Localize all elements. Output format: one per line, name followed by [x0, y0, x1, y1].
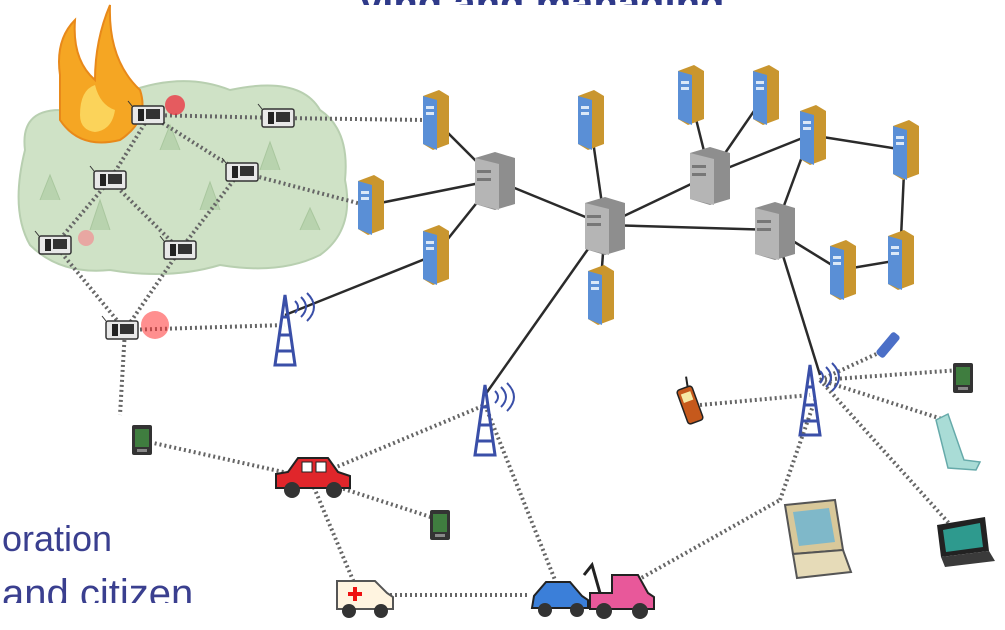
car-icon	[530, 581, 589, 617]
radio-tower-icon	[473, 381, 516, 457]
network-router-icon	[755, 202, 795, 260]
pda-icon	[132, 425, 152, 455]
network-router-icon	[585, 197, 625, 255]
tow-truck-icon	[582, 561, 655, 619]
server-computer-icon	[800, 105, 826, 165]
mobile-phone-icon	[676, 376, 704, 425]
radio-tower-icon	[273, 291, 316, 367]
pda-icon	[430, 510, 450, 540]
network-router-icon	[475, 152, 515, 210]
server-computer-icon	[423, 225, 449, 285]
tablet-icon	[935, 412, 982, 471]
server-computer-icon	[830, 240, 856, 300]
server-computer-icon	[753, 65, 779, 125]
server-computer-icon	[588, 265, 614, 325]
alarm-icon	[78, 230, 94, 246]
bullet-text: oration	[2, 518, 113, 559]
ambulance-icon	[336, 580, 394, 618]
alarm-icon	[141, 311, 169, 339]
server-computer-icon	[358, 175, 384, 235]
pda-icon	[953, 363, 973, 393]
alarm-icon	[165, 95, 185, 115]
mobile-phone-icon	[876, 332, 900, 358]
title-fragment: …ying and managing…	[320, 0, 765, 26]
fire-icon	[58, 4, 144, 144]
server-computer-icon	[423, 90, 449, 150]
server-computer-icon	[888, 230, 914, 290]
network-router-icon	[690, 147, 730, 205]
server-computer-icon	[678, 65, 704, 125]
server-computer-icon	[578, 90, 604, 150]
server-computer-icon	[893, 120, 919, 180]
sensor-node-icon	[101, 315, 139, 340]
bullet-text: and citizen	[2, 572, 194, 616]
laptop-icon	[783, 498, 853, 580]
car-icon	[275, 457, 351, 499]
laptop-icon	[937, 517, 995, 567]
